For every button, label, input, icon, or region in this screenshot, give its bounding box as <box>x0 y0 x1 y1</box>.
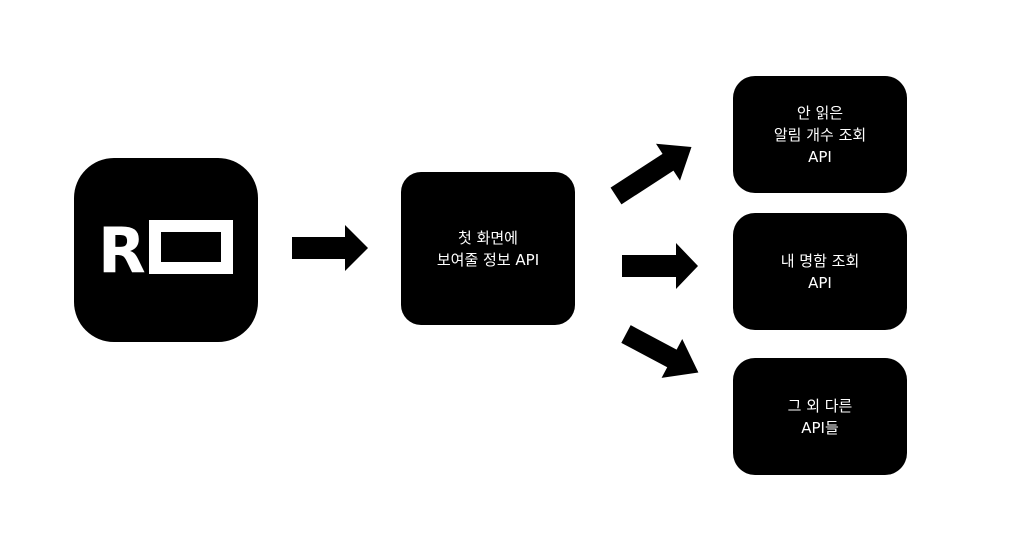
node-label-line: 알림 개수 조회 <box>773 125 867 144</box>
node-label-line: 첫 화면에 <box>458 228 518 247</box>
other-apis-node: 그 외 다른 API들 <box>733 358 907 475</box>
node-label-line: API들 <box>801 418 839 437</box>
node-label-line: API <box>808 147 832 166</box>
node-label-line: 보여줄 정보 API <box>436 250 540 269</box>
my-business-card-api-node: 내 명함 조회 API <box>733 213 907 330</box>
unread-notification-count-api-node: 안 읽은 알림 개수 조회 API <box>733 76 907 193</box>
node-label-line: 그 외 다른 <box>787 396 853 415</box>
arrow-center-to-other <box>621 325 699 378</box>
app-logo-tile: R <box>74 158 258 342</box>
first-screen-info-api-node: 첫 화면에 보여줄 정보 API <box>401 172 575 325</box>
arrow-center-to-card <box>622 243 698 289</box>
node-label-line: 안 읽은 <box>796 103 844 122</box>
node-label-line: 내 명함 조회 <box>780 251 860 270</box>
arrow-center-to-unread <box>610 143 692 205</box>
node-label-line: API <box>808 273 832 292</box>
arrow-logo-to-center <box>292 225 368 271</box>
logo-letter: R <box>98 214 146 287</box>
logo-rectangle-icon <box>149 220 233 274</box>
